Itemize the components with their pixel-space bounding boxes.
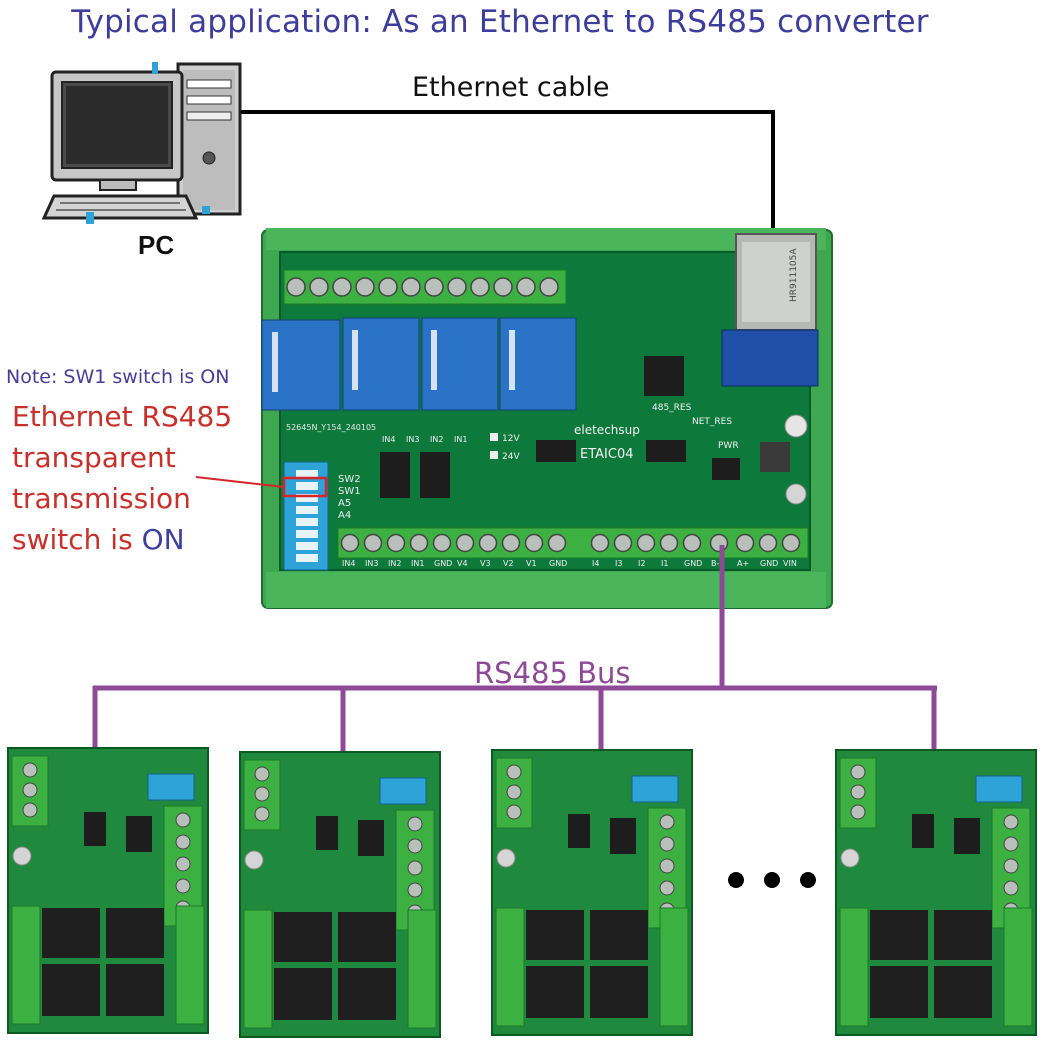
terminal-label-4: GND xyxy=(434,559,452,568)
terminal-label-8: V1 xyxy=(526,559,537,568)
pwr-label: PWR xyxy=(718,441,739,451)
main-controller-board: eletechsup ETAIC04 52645N_Y154_240105 HR… xyxy=(195,228,833,609)
terminal-label-13: I1 xyxy=(661,559,668,568)
v12-label: 12V xyxy=(502,434,520,444)
slave-board-4 xyxy=(835,749,1037,1036)
terminal-label-9: GND xyxy=(549,559,567,568)
v24-label: 24V xyxy=(502,452,520,462)
voltage-labels: 12V 24V xyxy=(490,433,520,462)
terminal-label-14: GND xyxy=(684,559,702,568)
terminal-label-16: A+ xyxy=(737,559,749,568)
bottom-terminal-labels: IN4 IN3 IN2 IN1 GND V4 V3 V2 V1 GND I4 I3 I2 I1 GND B- A… xyxy=(342,559,797,568)
note-line-4: switch is ON xyxy=(12,519,232,560)
terminal-label-5: V4 xyxy=(457,559,468,568)
terminal-label-18: VIN xyxy=(783,559,797,568)
sw1-label: SW1 xyxy=(338,486,361,497)
slave-board-3 xyxy=(491,749,693,1036)
misc-labels: 485_RES NET_RES PWR xyxy=(652,403,739,451)
terminal-label-12: I2 xyxy=(638,559,645,568)
terminal-label-1: IN3 xyxy=(365,559,378,568)
in4-label: IN4 xyxy=(382,435,395,444)
terminal-label-6: V3 xyxy=(480,559,491,568)
diagram-title: Typical application: As an Ethernet to R… xyxy=(71,4,929,40)
terminal-label-17: GND xyxy=(760,559,778,568)
terminal-label-10: I4 xyxy=(592,559,599,568)
a4-label: A4 xyxy=(338,510,351,521)
res485-label: 485_RES xyxy=(652,403,692,413)
slave-board-1 xyxy=(7,747,209,1034)
terminal-label-15: B- xyxy=(711,559,719,568)
pc-label: PC xyxy=(138,230,175,260)
netres-label: NET_RES xyxy=(692,417,732,427)
transparent-transmission-note: Ethernet RS485 transparent transmission … xyxy=(12,396,232,560)
sw1-pointer-line xyxy=(195,476,285,488)
in1-label: IN1 xyxy=(454,435,467,444)
note-line-1: Ethernet RS485 xyxy=(12,400,233,433)
pc-icon xyxy=(41,62,242,224)
rs485-bus xyxy=(92,545,937,752)
main-brand-text: eletechsup xyxy=(574,423,640,437)
note-switch-prefix: switch is xyxy=(12,523,142,556)
in3-label: IN3 xyxy=(406,435,419,444)
rj45-text: HR911105A xyxy=(789,248,799,302)
relay-group xyxy=(261,317,577,411)
terminal-label-3: IN1 xyxy=(411,559,424,568)
terminal-label-2: IN2 xyxy=(388,559,401,568)
terminal-label-0: IN4 xyxy=(342,559,355,568)
terminal-label-7: V2 xyxy=(503,559,514,568)
rj45-jack xyxy=(721,233,819,387)
input-labels: IN4 IN3 IN2 IN1 xyxy=(382,435,467,444)
in2-label: IN2 xyxy=(430,435,443,444)
main-model-text: ETAIC04 xyxy=(580,447,634,462)
terminal-label-11: I3 xyxy=(615,559,622,568)
ethernet-cable-label: Ethernet cable xyxy=(412,72,610,103)
sw2-label: SW2 xyxy=(338,474,361,485)
pcb-code-text: 52645N_Y154_240105 xyxy=(286,423,376,432)
note-line-3: transmission xyxy=(12,482,191,515)
note-on-word: ON xyxy=(141,523,185,556)
slave-board-2 xyxy=(239,751,441,1038)
switch-labels: SW2 SW1 A5 A4 xyxy=(338,474,361,521)
more-boards-ellipsis xyxy=(728,872,816,888)
rs485-bus-label: RS485 Bus xyxy=(474,656,631,690)
a5-label: A5 xyxy=(338,498,351,509)
ethernet-cable-line xyxy=(238,110,775,232)
sw1-note: Note: SW1 switch is ON xyxy=(6,366,230,388)
note-line-2: transparent xyxy=(12,441,176,474)
